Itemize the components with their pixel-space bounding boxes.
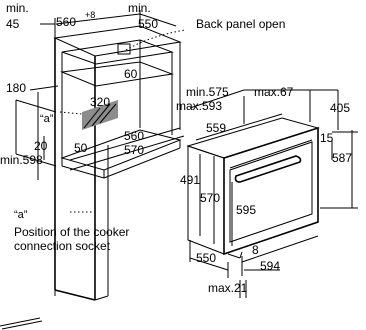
dim-570-mid: 570 — [124, 143, 144, 157]
dim-560-tolerance: +8 — [85, 10, 95, 20]
dim-20: 20 — [34, 139, 48, 153]
dim-570-oven: 570 — [200, 191, 220, 205]
a-marker: “a” — [40, 113, 54, 125]
back-panel-label: Back panel open — [196, 17, 285, 31]
dim-594: 594 — [260, 259, 280, 273]
dim-587: 587 — [332, 151, 352, 165]
dim-15: 15 — [320, 131, 334, 145]
dim-405: 405 — [330, 101, 350, 115]
a-legend-marker: “a” — [14, 209, 28, 221]
dim-min-right: min. — [128, 1, 151, 15]
dim-550-bottom: 550 — [196, 251, 216, 265]
dimension-lines — [15, 10, 358, 298]
edge-mark-2 — [1, 320, 43, 330]
dim-180: 180 — [6, 81, 26, 95]
dim-560-top: 560 — [56, 15, 76, 29]
dimension-labels: min. 45 560 +8 min. 550 Back panel open … — [0, 1, 352, 295]
socket-area — [82, 100, 118, 130]
a-desc-line1: Position of the cooker — [14, 225, 129, 239]
dim-min-598: min.598 — [0, 153, 43, 167]
oven-drawing — [186, 117, 320, 259]
dim-491: 491 — [180, 173, 200, 187]
dim-559: 559 — [206, 121, 226, 135]
dim-max-67: max.67 — [254, 85, 294, 99]
dim-max-593: max.593 — [176, 99, 222, 113]
dim-max-21: max.21 — [208, 281, 248, 295]
dim-595: 595 — [236, 203, 256, 217]
dim-320: 320 — [90, 95, 110, 109]
dim-550-top: 550 — [138, 17, 158, 31]
dim-45: 45 — [6, 17, 20, 31]
cabinet-drawing — [53, 25, 182, 301]
dim-50: 50 — [74, 141, 88, 155]
edge-mark — [0, 317, 41, 327]
dim-60: 60 — [124, 67, 138, 81]
dim-8: 8 — [252, 243, 259, 257]
dim-min-left: min. — [6, 1, 29, 15]
a-desc-line2: connection socket — [14, 239, 111, 253]
dim-560-mid: 560 — [124, 129, 144, 143]
dim-min-575: min.575 — [186, 85, 229, 99]
